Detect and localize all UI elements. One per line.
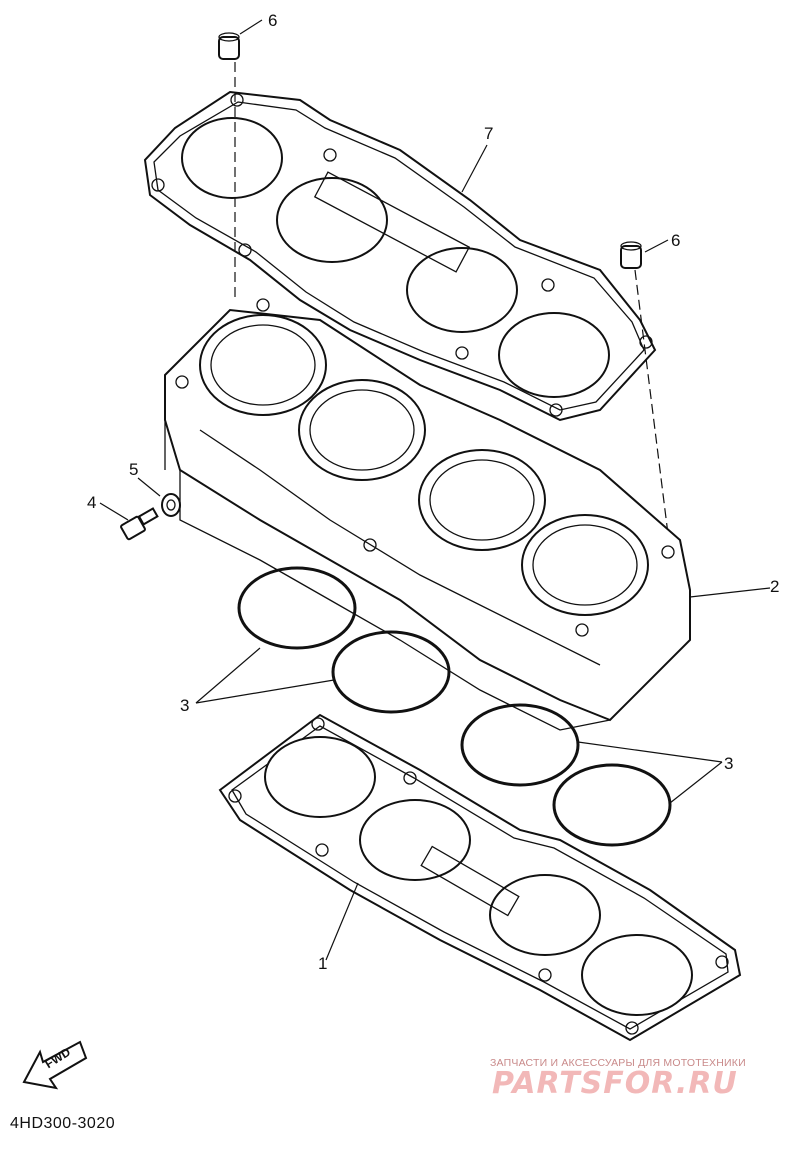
o-ring: [460, 703, 580, 787]
o-ring: [237, 566, 357, 650]
dowel-pin-right: [620, 241, 642, 269]
callout-6-upper: 6: [268, 11, 278, 30]
callout-1: 1: [318, 954, 328, 973]
dowel-pin-upper: [218, 32, 240, 60]
diagram-code: 4HD300-3020: [10, 1115, 116, 1132]
watermark-tagline: ЗАПЧАСТИ И АКСЕССУАРЫ ДЛЯ МОТОТЕХНИКИ: [490, 1057, 746, 1069]
callout-5: 5: [129, 460, 139, 479]
leader-lines: [99, 19, 771, 961]
callout-4: 4: [87, 493, 97, 512]
callout-7: 7: [484, 124, 494, 143]
callout-2: 2: [770, 577, 780, 596]
base-gasket: [218, 713, 742, 1042]
washer: [161, 493, 181, 517]
watermark-logo: PARTSFOR.RU: [492, 1066, 738, 1101]
dowel-guide-line: [634, 269, 671, 551]
callout-3-left: 3: [180, 696, 190, 715]
fwd-arrow-icon: [22, 1040, 88, 1090]
callout-3-right: 3: [724, 754, 734, 773]
callout-6-right: 6: [671, 231, 681, 250]
o-ring: [552, 763, 672, 847]
cylinder-block: [164, 298, 691, 731]
bolt: [120, 507, 159, 541]
o-ring: [331, 630, 451, 714]
head-gasket-upper: [143, 90, 657, 422]
